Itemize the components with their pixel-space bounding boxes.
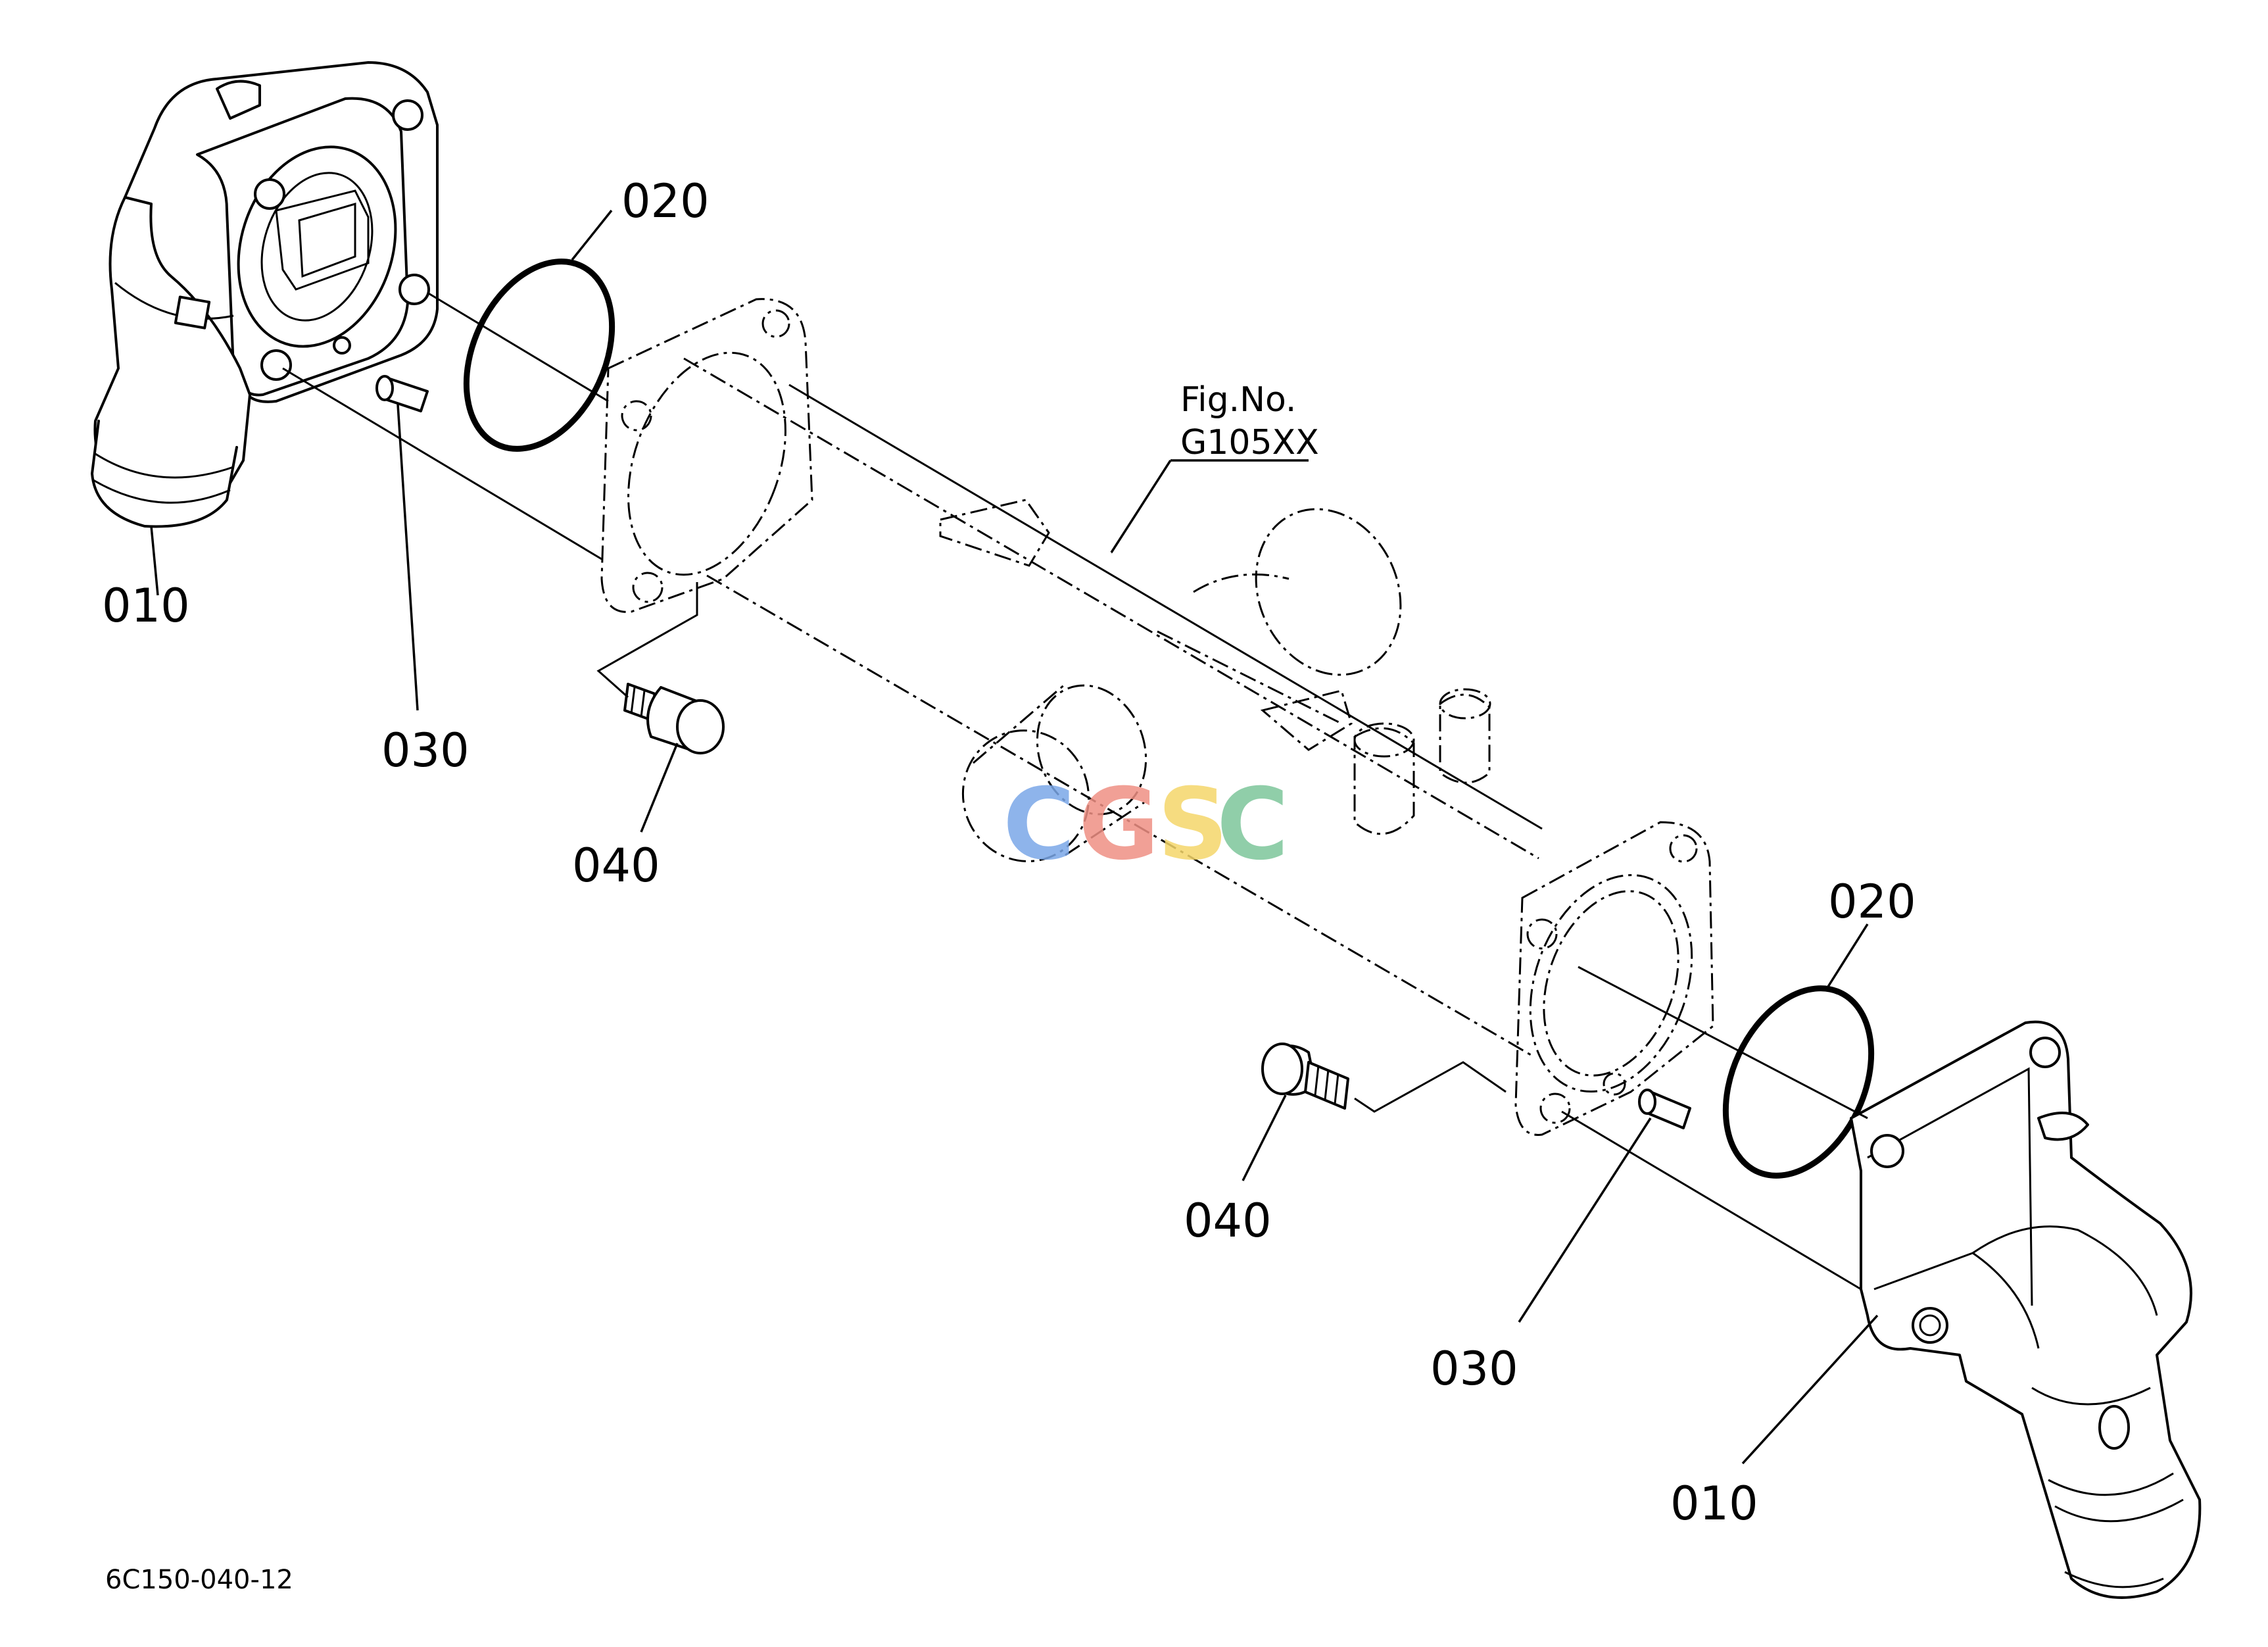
watermark-logo: C G S C	[1003, 768, 1289, 882]
callout-010-lower: 010	[1670, 1477, 1758, 1531]
fig-ref-line2: G105XX	[1180, 423, 1319, 462]
drawing-code: 6C150-040-12	[105, 1565, 293, 1595]
callout-030-lower: 030	[1430, 1342, 1518, 1396]
assembly-lines	[282, 291, 1868, 1291]
watermark-letter-4: C	[1217, 768, 1289, 882]
fig-ref-line1: Fig.No.	[1180, 380, 1296, 420]
callout-040-upper: 040	[572, 839, 660, 893]
bolt-lower	[1261, 1043, 1349, 1110]
pipe-housing	[600, 298, 1714, 1136]
dowel-pin-lower	[1638, 1089, 1691, 1129]
bolt-upper	[623, 683, 725, 754]
watermark-letter-3: S	[1157, 768, 1228, 882]
oring-upper	[463, 258, 615, 452]
callout-030-upper: 030	[381, 724, 470, 777]
callout-010-upper: 010	[102, 579, 190, 633]
leader-lines	[150, 209, 1879, 1465]
watermark-letter-1: C	[1003, 768, 1075, 882]
elbow-fitting-lower	[1850, 1020, 2202, 1599]
oring-lower	[1722, 985, 1875, 1179]
dowel-pin-upper	[375, 375, 429, 412]
callout-040-lower: 040	[1184, 1194, 1272, 1248]
watermark-letter-2: G	[1078, 768, 1159, 882]
callout-020-lower: 020	[1828, 875, 1916, 929]
callout-020-upper: 020	[621, 174, 710, 228]
elbow-fitting-upper	[91, 61, 439, 528]
